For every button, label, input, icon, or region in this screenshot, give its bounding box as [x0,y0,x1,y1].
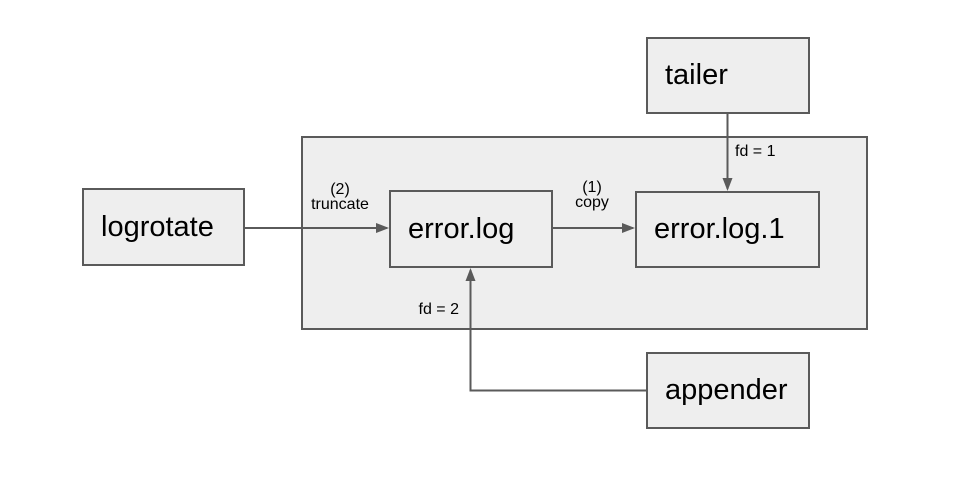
node-logrotate-label: logrotate [101,210,214,243]
node-error-log: error.log [389,190,553,268]
edge-label-copy: (1) copy [542,179,642,211]
edge-label-copy-step: (1) [582,179,602,196]
node-tailer-label: tailer [665,59,728,91]
node-error-log-1-label: error.log.1 [654,213,785,245]
node-error-log-1: error.log.1 [635,191,820,268]
node-logrotate: logrotate [82,188,245,266]
edge-label-truncate-step: (2) [330,181,350,198]
edge-label-truncate-action: truncate [311,196,369,213]
edge-label-copy-action: copy [575,194,609,211]
node-error-log-label: error.log [408,212,515,245]
node-appender-label: appender [665,374,788,406]
edge-label-fd1: fd = 1 [735,143,776,160]
edge-label-fd2: fd = 2 [418,301,459,318]
edge-label-truncate: (2) truncate [290,181,390,213]
node-tailer: tailer [646,37,810,114]
node-appender: appender [646,352,810,429]
